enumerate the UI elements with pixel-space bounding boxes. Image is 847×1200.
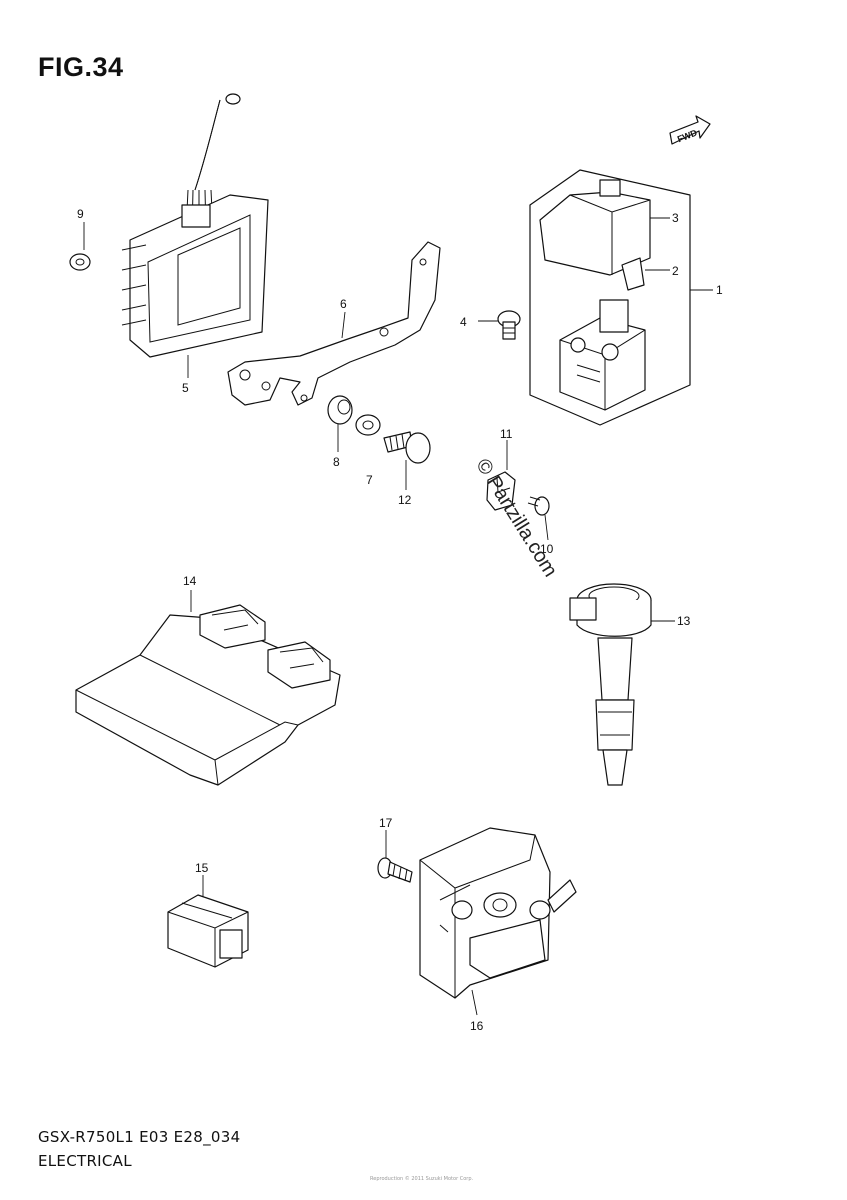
model-code: GSX-R750L1 E03 E28_034 [38,1128,241,1146]
callout-2: 2 [672,264,679,278]
section-name: ELECTRICAL [38,1152,132,1170]
starter-relay-assembly[interactable] [529,169,691,426]
copyright-notice: Reproduction © 2011 Suzuki Motor Corp. [370,1176,474,1182]
callout-10: 10 [540,542,554,556]
bolt-4[interactable] [497,310,521,340]
callout-5: 5 [182,381,189,395]
bracket[interactable] [227,241,441,406]
fuse[interactable] [621,257,645,291]
bolt-12[interactable] [383,431,431,464]
actuator-16[interactable] [419,827,577,999]
callout-15: 15 [195,861,209,875]
callout-3: 3 [672,211,679,225]
nut-9[interactable] [69,253,91,271]
screw-10[interactable] [527,496,550,516]
relay-cover[interactable] [539,191,651,276]
callout-13: 13 [677,614,691,628]
callout-1: 1 [716,283,723,297]
leader-lines [83,217,713,1016]
regulator-rectifier[interactable] [121,93,269,358]
washer-7[interactable] [355,414,381,436]
relay-15[interactable] [167,894,249,968]
callout-4: 4 [460,315,467,329]
callout-16: 16 [470,1019,484,1033]
bolt-17[interactable] [377,857,413,883]
callout-12: 12 [398,493,412,507]
callout-17: 17 [379,816,393,830]
figure-title: FIG.34 [38,52,124,82]
engine-control-module[interactable] [75,604,341,786]
callout-14: 14 [183,574,197,588]
callout-11: 11 [500,427,513,441]
callout-6: 6 [340,297,347,311]
clamp-11[interactable] [486,471,516,511]
callout-labels: 1 2 3 4 5 6 7 8 9 10 11 12 13 14 15 16 1… [77,207,723,1033]
callout-7: 7 [366,473,373,487]
forward-arrow-icon: FWD [669,115,711,145]
damper-8[interactable] [327,395,353,425]
callout-9: 9 [77,207,84,221]
ignition-coil[interactable] [569,583,652,786]
callout-8: 8 [333,455,340,469]
